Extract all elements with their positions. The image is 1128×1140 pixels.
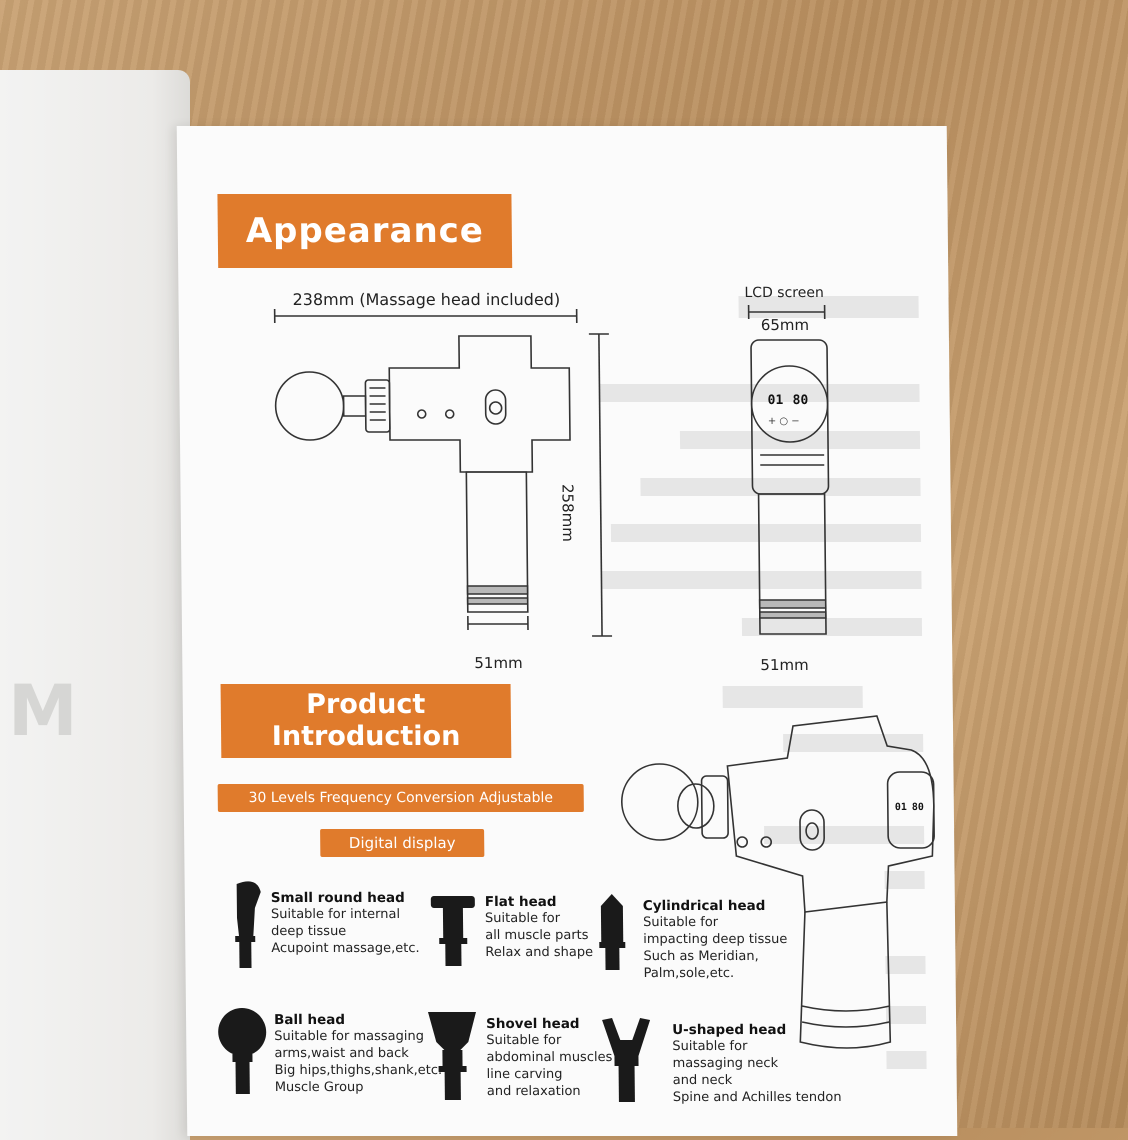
ball-head-description: Ball head Suitable for massaging arms,wa… — [274, 1012, 442, 1096]
lcd-controls: + ○ − — [768, 416, 800, 427]
lcd-left-digits: 01 — [768, 393, 784, 408]
front-width-label: 51mm — [474, 654, 523, 672]
lcd-screen-label: LCD screen — [744, 285, 824, 301]
head-title: Small round head — [271, 890, 419, 906]
small-round-head-icon — [227, 878, 268, 970]
left-page: M — [0, 70, 190, 1140]
massage-gun-front-view — [269, 306, 613, 656]
side-width-label: 51mm — [760, 656, 809, 674]
massage-gun-perspective-view: 01 80 — [615, 706, 949, 1066]
perspective-lcd-digits: 01 — [895, 802, 907, 813]
head-title: Ball head — [274, 1012, 442, 1028]
cylindrical-head-description: Cylindrical head Suitable for impacting … — [643, 898, 788, 982]
head-title: Cylindrical head — [643, 898, 787, 914]
cylindrical-head-icon — [597, 892, 628, 972]
u-shaped-head-description: U-shaped head Suitable for massaging nec… — [672, 1022, 842, 1106]
massage-gun-side-view: 01 80 + ○ − — [739, 300, 853, 650]
appearance-title: Appearance — [246, 211, 485, 251]
lcd-right-digits: 80 — [793, 393, 809, 408]
frequency-feature-pill: 30 Levels Frequency Conversion Adjustabl… — [218, 784, 584, 812]
svg-text:80: 80 — [912, 802, 924, 813]
head-title: U-shaped head — [672, 1022, 841, 1038]
ball-head-icon — [216, 1006, 269, 1096]
left-page-bleed-glyph: M — [8, 670, 78, 752]
small-round-head-description: Small round head Suitable for internal d… — [271, 890, 420, 957]
product-introduction-banner: Product Introduction — [221, 684, 512, 758]
digital-display-feature-pill: Digital display — [320, 829, 484, 857]
head-title: Flat head — [485, 894, 593, 910]
shovel-head-description: Shovel head Suitable for abdominal muscl… — [486, 1016, 613, 1100]
appearance-banner: Appearance — [217, 194, 512, 268]
product-intro-line1: Product — [306, 689, 425, 721]
flat-head-description: Flat head Suitable for all muscle parts … — [485, 894, 593, 961]
flat-head-icon — [429, 894, 478, 968]
product-intro-line2: Introduction — [272, 721, 461, 753]
manual-page: Appearance 238mm (Massage head included)… — [177, 126, 958, 1136]
head-title: Shovel head — [486, 1016, 612, 1032]
